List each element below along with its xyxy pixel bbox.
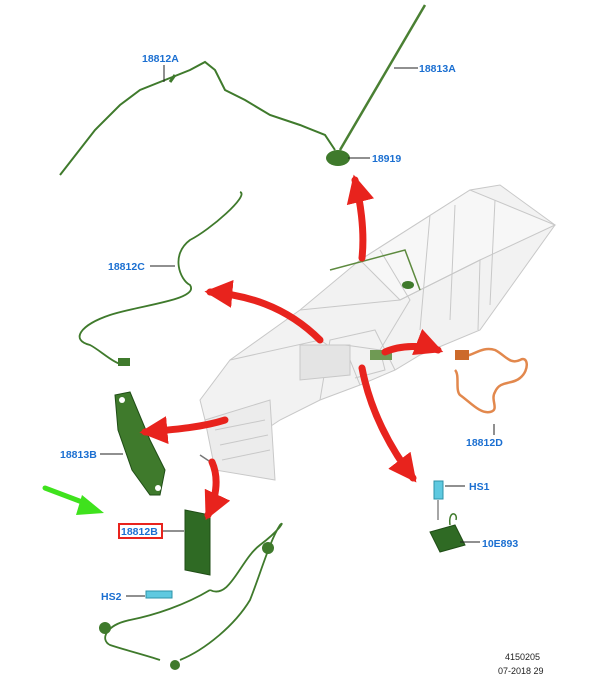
highlight-box-18812B — [118, 523, 163, 539]
lead-10E893 — [449, 513, 457, 526]
bracket-18813B — [114, 391, 166, 496]
module-10E893 — [429, 524, 466, 553]
antenna-assembly — [59, 4, 427, 176]
bracket-hole — [155, 485, 161, 491]
label-18812D: 18812D — [466, 437, 503, 449]
connector-18812B — [99, 622, 111, 634]
label-18919: 18919 — [372, 153, 401, 165]
arrow-to-10E893 — [358, 364, 417, 483]
leader-lines — [100, 65, 495, 597]
label-18813B: 18813B — [60, 449, 97, 461]
vehicle-body-outline — [199, 184, 557, 481]
harness-18812D — [453, 347, 528, 414]
antenna-base-18919 — [326, 150, 350, 166]
figure-date: 07-2018 29 — [498, 666, 544, 676]
connector-18812C — [118, 358, 130, 366]
heat-shrink-HS2 — [145, 590, 173, 599]
bracket-hole — [119, 397, 125, 403]
label-18812A: 18812A — [142, 53, 179, 65]
label-HS2: HS2 — [101, 591, 122, 603]
arrow-to-18812C — [204, 279, 324, 344]
label-HS1: HS1 — [469, 481, 490, 493]
module-18812B — [184, 509, 211, 576]
label-18812B: 18812B — [121, 526, 158, 538]
connector-18812B — [170, 660, 180, 670]
red-arrows — [139, 174, 444, 521]
label-18813A: 18813A — [419, 63, 456, 75]
arrow-to-18812B — [204, 458, 231, 521]
arrow-to-18919 — [346, 174, 375, 262]
installed-components — [199, 249, 421, 466]
arrow-to-18813B — [139, 416, 229, 445]
label-10E893: 10E893 — [482, 538, 518, 550]
arrow-to-18812D — [381, 328, 444, 356]
heat-shrink-HS1 — [433, 480, 444, 500]
figure-number: 4150205 — [505, 652, 540, 662]
label-18812C: 18812C — [108, 261, 145, 273]
connector-18812B — [262, 542, 274, 554]
cable-18812C — [78, 191, 243, 366]
connector-18812D — [455, 350, 469, 360]
green-pointer-arrow — [42, 485, 104, 515]
